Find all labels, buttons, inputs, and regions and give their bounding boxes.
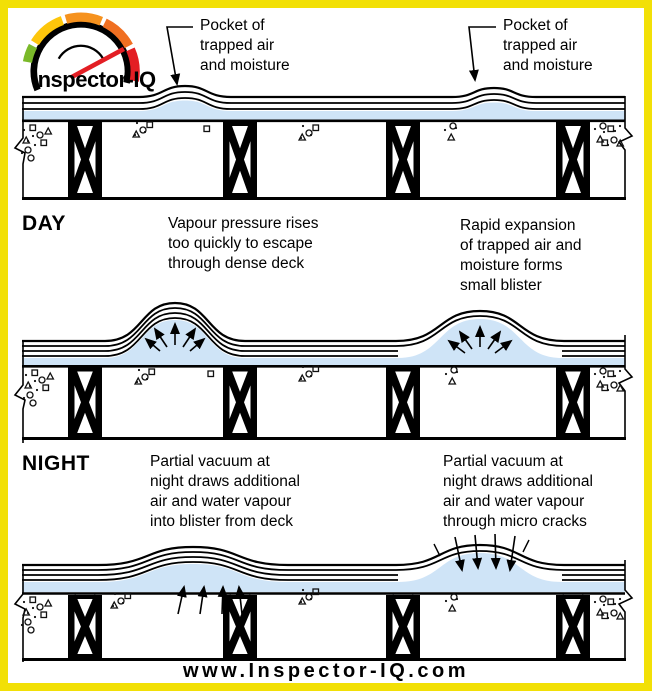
vapour-arrows [176,533,517,615]
membrane-line [22,301,625,343]
membrane-line [22,307,625,347]
break-line-right [617,335,634,438]
label-pocket-right: Pocket of trapped air and moisture [503,17,593,74]
label-pocket-left: Pocket of trapped air and moisture [200,17,290,74]
blister-fill [22,100,625,120]
joists [68,594,590,659]
membrane-line [22,97,625,110]
membrane-line [22,312,625,352]
membrane-line [22,556,625,576]
membrane-line [22,561,625,581]
gauge-segment-orange [64,12,104,26]
gauge-segment-orange-dark [102,18,133,49]
night-caption-left: Partial vacuum at night draws additional… [150,453,300,530]
night-caption-right: Partial vacuum at night draws additional… [443,453,593,530]
membrane-line [22,84,625,99]
blister-fill [22,553,625,592]
leader-arrow-left [166,26,193,86]
micro-crack-ticks [433,539,530,557]
aggregate-particles [20,121,625,162]
break-line-left [13,340,26,443]
leader-arrow-right [468,26,496,82]
membrane-line [22,550,625,571]
url-underline [104,683,544,685]
day-caption-right: Rapid expansion of trapped air and moist… [460,217,582,294]
logo: Inspector-IQ [8,8,178,98]
gauge-needle [69,46,125,80]
roof-section-night [13,533,634,662]
break-line-right [617,96,634,198]
gauge-arc [30,20,132,92]
day-caption-left: Vapour pressure rises too quickly to esc… [168,215,319,272]
break-line-right [617,560,634,659]
membrane-line [22,543,625,567]
website-url[interactable]: www.Inspector-IQ.com [183,660,469,682]
joists [68,121,590,198]
aggregate-particles [20,588,625,634]
roof-section-initial [13,84,634,200]
day-label: DAY [22,212,66,235]
gauge-segment-yellow [31,16,65,46]
gauge-inner-arc [57,44,105,60]
leader-arrows [166,26,496,86]
gauge-segment-green [22,43,38,64]
vapour-arrows [144,322,513,354]
break-line-left [13,96,26,200]
membrane-line [22,317,625,357]
joists [68,367,590,438]
night-label: NIGHT [22,452,90,475]
membrane-line [22,91,625,104]
roof-section-day [13,301,634,443]
aggregate-particles [22,365,625,407]
gauge-icon [22,12,140,92]
brand-name: Inspector-IQ [32,67,156,92]
gauge-segment-red [126,47,140,82]
